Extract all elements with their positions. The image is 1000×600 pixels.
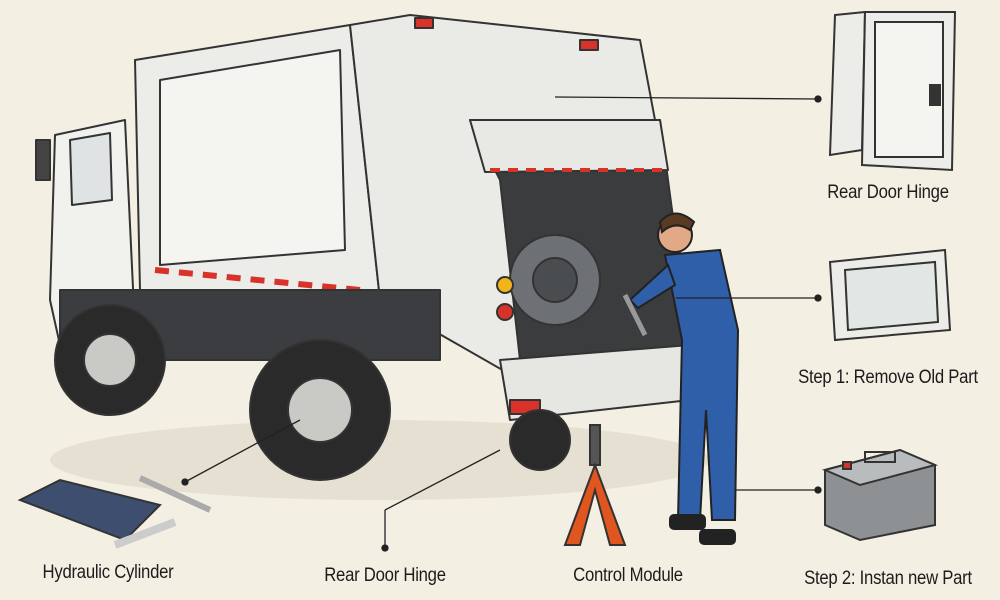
wrench-tool (138, 475, 212, 513)
socket-extension (113, 518, 177, 549)
battery (821, 448, 939, 542)
cab-window (69, 132, 113, 206)
jack-stand (563, 424, 627, 546)
replacement-panel (828, 248, 952, 342)
label-step-2: Step 2: Instan new Part (804, 568, 972, 589)
body-panel (159, 49, 346, 266)
callout-lines (181, 95, 822, 552)
callout-line (554, 96, 819, 100)
boot (669, 514, 706, 530)
label-rear-door-hinge-top: Rear Door Hinge (827, 182, 949, 203)
tool-kit (17, 475, 212, 549)
callout-line (184, 419, 301, 483)
boot (699, 529, 736, 545)
mechanic (622, 212, 740, 545)
reflector-strip (154, 267, 361, 293)
label-rear-door-hinge-bottom: Rear Door Hinge (324, 565, 446, 586)
wrench (622, 293, 648, 337)
coveralls (663, 248, 740, 521)
hopper-lid (469, 119, 669, 173)
label-step-1: Step 1: Remove Old Part (798, 367, 978, 388)
rear-door-part (828, 10, 957, 172)
door-handle (929, 84, 941, 106)
side-mirror (35, 139, 51, 181)
battery-handle (864, 451, 896, 463)
socket-tray (17, 478, 162, 542)
label-control-module: Control Module (573, 565, 683, 586)
garbage-truck (35, 14, 701, 481)
label-hydraulic-cylinder: Hydraulic Cylinder (42, 562, 174, 583)
